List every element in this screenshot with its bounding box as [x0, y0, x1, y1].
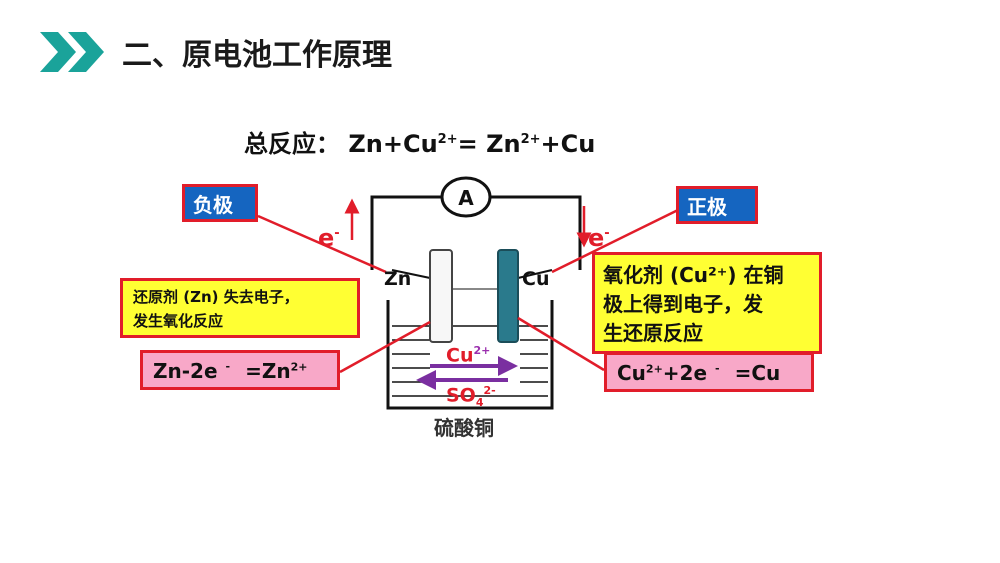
electron-symbol: e — [318, 224, 335, 252]
negative-note-line-2: 发生氧化反应 — [133, 312, 224, 330]
reaction-lhs-charge: 2+ — [437, 132, 458, 147]
copper-label: Cu — [522, 268, 550, 290]
anion-symbol: SO — [446, 384, 476, 407]
pos-eq-part-c: =Cu — [727, 361, 781, 385]
negative-pole-label: 负极 — [182, 184, 258, 222]
neg-eq-part-a: Zn-2e — [153, 359, 218, 383]
pointer-neg-eq — [339, 320, 431, 374]
positive-pole-label: 正极 — [676, 186, 758, 224]
pos-eq-part-a: Cu — [617, 361, 646, 385]
pos-eq-part-b: +2e — [662, 361, 708, 385]
reaction-lhs: Zn+Cu — [348, 130, 438, 158]
pointer-pos-eq — [517, 316, 605, 372]
electron-symbol: e — [588, 224, 605, 252]
double-chevron-icon — [40, 32, 104, 72]
electron-charge: - — [604, 226, 610, 241]
reaction-rhs: = Zn — [457, 130, 521, 158]
overall-reaction: 总反应： Zn+Cu2+= Zn2++Cu — [244, 124, 595, 159]
electron-label-left: e- — [318, 224, 340, 252]
neg-eq-part-b: =Zn — [238, 359, 291, 383]
anion-charge: 2- — [483, 384, 496, 397]
reaction-rhs-end: +Cu — [540, 130, 596, 158]
negative-note: 还原剂 (Zn) 失去电子， 发生氧化反应 — [120, 278, 360, 338]
cation-label: Cu2+ — [446, 344, 490, 366]
anion-subscript: 4 — [475, 396, 484, 410]
pos-eq-sup-1: 2+ — [645, 362, 663, 376]
page-title: 二、原电池工作原理 — [122, 38, 392, 73]
negative-note-line-1: 还原剂 (Zn) 失去电子， — [133, 288, 299, 306]
header: 二、原电池工作原理 — [40, 30, 392, 74]
positive-half-reaction: Cu2++2e- =Cu — [604, 352, 814, 392]
electron-charge: - — [334, 226, 340, 241]
positive-note-line-2: 极上得到电子，发 — [603, 292, 763, 316]
cation-symbol: Cu — [446, 344, 474, 367]
ammeter-label: A — [458, 186, 474, 210]
negative-half-reaction: Zn-2e- =Zn2+ — [140, 350, 340, 390]
zinc-label: Zn — [384, 268, 412, 290]
ammeter — [440, 176, 492, 218]
positive-note: 氧化剂 (Cu²⁺) 在铜 极上得到电子，发 生还原反应 — [592, 252, 822, 354]
neg-eq-sup-2: 2+ — [290, 360, 308, 374]
electron-label-right: e- — [588, 224, 610, 252]
beaker — [386, 300, 554, 410]
positive-note-line-3: 生还原反应 — [603, 321, 703, 345]
cation-charge: 2+ — [473, 344, 491, 357]
solution-name: 硫酸铜 — [434, 416, 494, 440]
reaction-label: 总反应： — [244, 130, 340, 158]
copper-electrode — [497, 249, 519, 343]
anion-label: SO42- — [446, 384, 496, 409]
positive-note-line-1: 氧化剂 (Cu²⁺) 在铜 — [603, 263, 784, 287]
reaction-rhs-charge: 2+ — [520, 132, 541, 147]
zinc-electrode — [429, 249, 453, 343]
pos-eq-sup-2: - — [715, 362, 720, 376]
pointer-neg-pole — [257, 214, 387, 274]
pointer-pos-pole — [551, 208, 679, 274]
neg-eq-sup-1: - — [225, 360, 231, 374]
